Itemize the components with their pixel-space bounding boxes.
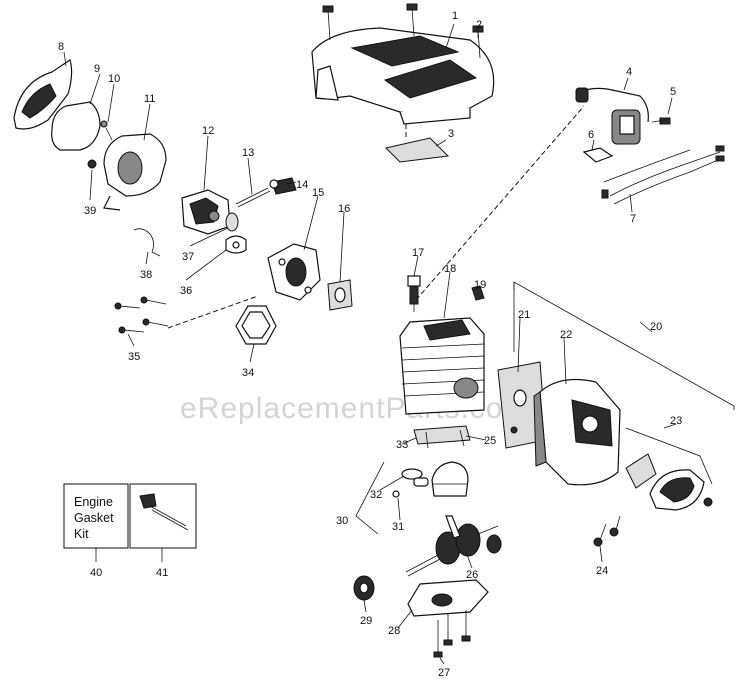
- callout-3[interactable]: 3: [448, 128, 454, 140]
- callout-25[interactable]: 25: [484, 435, 496, 447]
- part-23-spark-screen[interactable]: [625, 453, 713, 511]
- callout-34[interactable]: 34: [242, 367, 254, 379]
- callout-6[interactable]: 6: [588, 129, 594, 141]
- piston[interactable]: [431, 461, 469, 497]
- part-36-gasket[interactable]: [225, 235, 247, 254]
- callout-15[interactable]: 15: [312, 187, 324, 199]
- part-19-clip[interactable]: [471, 285, 485, 301]
- callout-28[interactable]: 28: [388, 625, 400, 637]
- callout-35[interactable]: 35: [128, 351, 140, 363]
- leader-lines: [63, 23, 677, 665]
- part-29-bearing[interactable]: [353, 575, 375, 601]
- callout-41[interactable]: 41: [156, 567, 168, 579]
- part-11-filter-holder[interactable]: [103, 133, 167, 211]
- callout-19[interactable]: 19: [474, 279, 486, 291]
- part-38-spring-link[interactable]: [133, 228, 161, 257]
- part-34-clamp[interactable]: [235, 305, 277, 345]
- kit-box-41[interactable]: [129, 483, 197, 549]
- part-15-intake-manifold[interactable]: [267, 243, 321, 301]
- callout-13[interactable]: 13: [242, 147, 254, 159]
- callout-36[interactable]: 36: [180, 285, 192, 297]
- part-6-bracket[interactable]: [582, 147, 614, 163]
- callout-17[interactable]: 17: [412, 247, 424, 259]
- kit-label-line1: Engine: [74, 495, 113, 509]
- part-21-muffler-gasket[interactable]: [497, 361, 547, 449]
- callout-9[interactable]: 9: [94, 63, 100, 75]
- part-27-bolts[interactable]: [433, 610, 471, 658]
- callout-39[interactable]: 39: [84, 205, 96, 217]
- callout-7[interactable]: 7: [630, 213, 636, 225]
- callout-21[interactable]: 21: [518, 309, 530, 321]
- part-26-crankshaft[interactable]: [405, 515, 502, 577]
- callout-37[interactable]: 37: [182, 251, 194, 263]
- part-35-screws[interactable]: [114, 296, 169, 334]
- callout-1[interactable]: 1: [452, 10, 458, 22]
- part-16-gasket[interactable]: [327, 279, 353, 311]
- kit-label-line3: Kit: [74, 527, 89, 541]
- callout-11[interactable]: 11: [144, 93, 155, 105]
- part-25-base-gasket[interactable]: [425, 429, 465, 449]
- callout-24[interactable]: 24: [596, 565, 608, 577]
- bracket-30: [355, 461, 385, 535]
- part-24-muffler-bolts[interactable]: [593, 515, 621, 547]
- part-1-top-cover[interactable]: [311, 27, 495, 125]
- part-8-air-filter-cover[interactable]: [13, 59, 73, 130]
- kit-label-line2: Gasket: [74, 511, 114, 525]
- callout-23[interactable]: 23: [670, 415, 682, 427]
- callout-29[interactable]: 29: [360, 615, 372, 627]
- bracket-20: [513, 281, 735, 410]
- part-12-carburetor[interactable]: [181, 189, 231, 235]
- part-31-circlip[interactable]: [392, 490, 400, 498]
- callout-27[interactable]: 27: [438, 667, 450, 679]
- part-13-rod[interactable]: [235, 187, 271, 208]
- part-32-piston-ring[interactable]: [401, 468, 423, 480]
- part-39-nut[interactable]: [87, 159, 97, 169]
- callout-40[interactable]: 40: [90, 567, 102, 579]
- wrist-pin[interactable]: [413, 477, 429, 487]
- bracket-23: [625, 427, 713, 485]
- callout-16[interactable]: 16: [338, 203, 350, 215]
- part-3-filter-pad[interactable]: [385, 124, 450, 163]
- callout-33[interactable]: 33: [396, 439, 408, 451]
- part-33-gasket[interactable]: [413, 425, 471, 445]
- part-18-cylinder[interactable]: [399, 317, 485, 415]
- callout-26[interactable]: 26: [466, 569, 478, 581]
- part-17-spark-plug[interactable]: [407, 275, 421, 312]
- part-10-screw[interactable]: [100, 120, 113, 141]
- callout-18[interactable]: 18: [444, 263, 456, 275]
- callout-10[interactable]: 10: [108, 73, 120, 85]
- callout-8[interactable]: 8: [58, 41, 64, 53]
- callout-numbers: 1 2 3 4 5 6 7 8 9 10 11 12 13 14 15 16 1…: [58, 10, 682, 679]
- callout-5[interactable]: 5: [670, 86, 676, 98]
- callout-32[interactable]: 32: [370, 489, 382, 501]
- callout-22[interactable]: 22: [560, 329, 572, 341]
- part-14-fitting[interactable]: [269, 177, 297, 195]
- callout-4[interactable]: 4: [626, 66, 632, 78]
- part-37-spacer[interactable]: [225, 212, 239, 232]
- part-7-wire-harness[interactable]: [601, 145, 725, 205]
- part-9-air-filter[interactable]: [51, 101, 101, 151]
- part-22-muffler[interactable]: [533, 379, 621, 486]
- callout-31[interactable]: 31: [392, 521, 404, 533]
- part-28-crankcase-bottom[interactable]: [407, 579, 489, 617]
- callout-12[interactable]: 12: [202, 125, 214, 137]
- callout-2[interactable]: 2: [476, 19, 482, 31]
- callout-30[interactable]: 30: [336, 515, 348, 527]
- callout-20[interactable]: 20: [650, 321, 662, 333]
- callout-14[interactable]: 14: [296, 179, 308, 191]
- part-4-ignition-module[interactable]: [575, 87, 671, 145]
- callout-38[interactable]: 38: [140, 269, 152, 281]
